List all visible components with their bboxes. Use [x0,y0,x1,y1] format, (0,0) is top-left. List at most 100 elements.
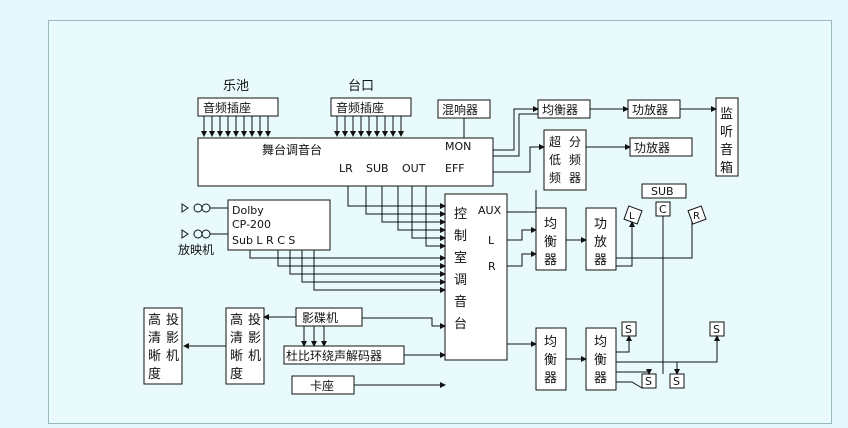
amp-mid-char: 器 [594,253,607,268]
hd1b-char: 影 [166,331,179,346]
dolby-label-1: Dolby [232,204,264,217]
hd2-char: 晰 [230,349,243,364]
desk-char: 台 [454,317,467,332]
s-link [616,335,720,363]
dolby-label-2: CP-200 [232,218,271,231]
mixer-link [365,186,446,217]
subwoofer-box [543,129,587,191]
mix-lr-label: LR [339,162,353,175]
hd1-char: 高 [148,312,161,328]
surround-speaker-label: S [713,323,720,336]
monitor-char: 音 [720,142,733,158]
hd1b-char: 机 [166,349,179,364]
subwoofer-char: 超 [549,134,561,149]
s-link [616,335,632,353]
desk-char: 控 [454,207,467,222]
pit-panel-label: 音频插座 [203,100,251,115]
control-room-mixer [444,193,508,361]
divider-char: 分 [569,135,581,149]
eq-mid-char: 均 [544,217,557,232]
eq-bot2-box [585,327,617,391]
s-link [616,381,643,389]
projector-icon [181,203,228,239]
right-speaker [687,205,707,225]
surround-speakers: S S S S [616,321,725,389]
subwoofer-char: 低 [549,153,561,167]
eq-mid-char: 器 [544,253,557,268]
mix-mon-label: MON [445,140,471,153]
mixer-link [347,186,446,209]
stage-title: 台口 [348,79,374,94]
amp-mid-char: 功 [594,217,607,232]
desk-char: 音 [454,294,467,310]
amp-to-right-link [616,222,693,259]
dolby-link [277,250,446,269]
l-to-eq-link [507,227,537,241]
hd-projector-2-box [225,307,265,385]
out-l-label: L [488,234,495,247]
dolby-channels: Sub L R C S [232,234,295,247]
eq-mid-char: 衡 [544,235,557,250]
hd1-char: 度 [148,366,161,382]
dolby-processor [227,199,331,251]
eq-bot1-char: 衡 [544,353,557,368]
surround-speaker-label: S [645,375,652,388]
aux-link [507,190,537,213]
mix-out-label: OUT [402,162,426,175]
monitor-speaker-box [715,97,739,177]
out-r-label: R [488,260,496,273]
dolby-link [289,250,446,277]
divider-char: 器 [569,171,581,185]
surround-speaker-label: S [673,375,680,388]
divider-char: 频 [569,153,581,167]
stage-mixer-label: 舞台调音台 [262,142,322,157]
hd2b-char: 影 [248,331,261,346]
vcd-to-desk-link [362,317,446,329]
r-to-eq-link [507,251,537,267]
eff-to-sub-link [493,144,545,173]
panel-arrows [201,116,404,137]
hd2-char: 度 [230,366,243,382]
eq-bot1-char: 均 [544,335,557,350]
eq-bot1-box [535,327,567,391]
eq-bot1-char: 器 [544,371,557,386]
mon-to-eq-link-2 [493,113,538,157]
reverb-label: 混响器 [442,102,478,117]
mix-sub-label: SUB [366,162,389,175]
stage-panel-label: 音频插座 [336,100,384,115]
audio-system-diagram: 乐池 台口 音频插座 音频插座 舞台调音台 LR SUB OUT MON EFF… [143,79,739,395]
mixer-link [411,186,446,241]
sub-box [641,183,687,199]
eq-mid-label: 均衡器 [544,217,557,268]
amp-mid-label: 功放器 [594,217,607,268]
amp-mid-char: 放 [594,235,607,250]
mix-eff-label: EFF [445,162,465,175]
hd2b-char: 投 [248,312,261,328]
subwoofer-char: 频 [549,171,561,185]
vcd-links [301,326,327,347]
eq-bot1-label: 均衡器 [544,335,557,386]
amp-sub-label: 功放器 [634,140,670,155]
s-link [616,369,652,375]
hd1b-char: 投 [166,312,179,328]
sub-box-label: SUB [651,185,674,198]
mixer-link [425,186,446,249]
l-speaker-label: L [629,211,635,222]
monitor-char: 听 [720,125,733,140]
eq-mid-box [535,207,567,271]
hd2b-char: 机 [248,349,261,364]
aux-label: AUX [478,204,502,217]
mon-to-eq-link [493,106,539,151]
desk-char: 室 [454,250,467,266]
surround-speaker-label: S [625,323,632,336]
mixer-to-desk-links [347,186,446,249]
eq-bot2-char: 均 [594,335,607,350]
stage-mixer [197,137,494,187]
desk-char: 制 [454,229,467,244]
monitor-char: 箱 [720,160,733,176]
